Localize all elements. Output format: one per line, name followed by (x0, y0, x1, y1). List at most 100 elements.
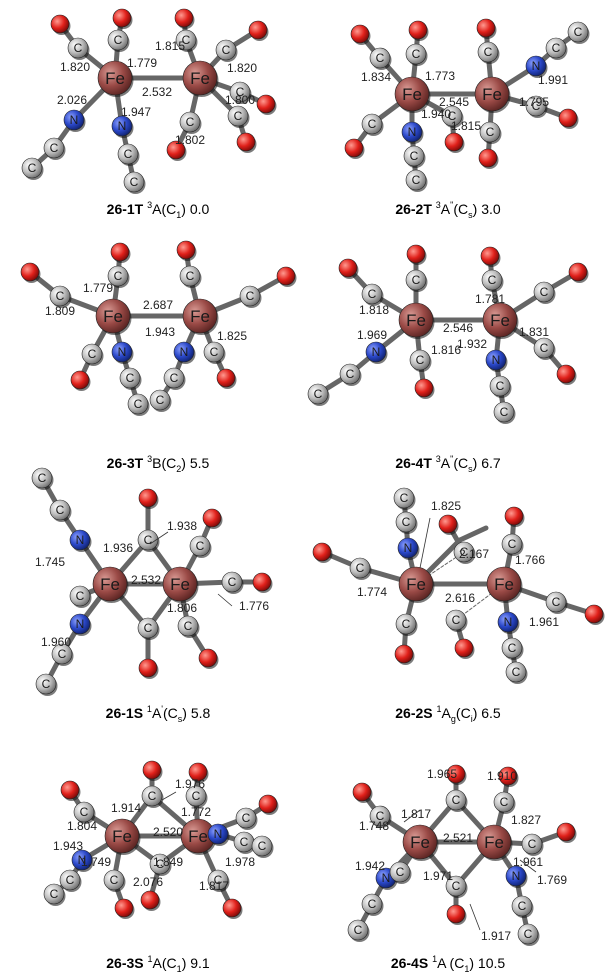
4-atom-symbol: C (228, 575, 237, 589)
2-atom-c: C (163, 367, 186, 390)
0-atom-symbol: C (130, 175, 139, 189)
7-distance-label: 2.521 (443, 831, 473, 845)
2-atom-symbol: C (156, 393, 165, 407)
1-distance-label: 1.940 (421, 107, 451, 121)
1-atom-n: N (525, 55, 548, 78)
state-prime: ' (161, 704, 163, 714)
7-atom-symbol: N (512, 869, 521, 883)
0-atom-symbol: C (50, 141, 59, 155)
7-atom-symbol: C (528, 837, 537, 851)
0-atom-o (112, 8, 133, 29)
state-term: A (442, 705, 452, 721)
state-term: A (437, 955, 449, 971)
1-atom-fe: Fe (474, 76, 511, 113)
2-distance-label: 1.943 (145, 325, 175, 339)
6-atom-o (222, 898, 243, 919)
3-atom-symbol: C (488, 273, 497, 287)
3-atom-o (568, 262, 589, 283)
caption-26-4S: 26-4S 1A (C1) 10.5 (391, 954, 506, 974)
6-distance-label: 1.914 (111, 801, 141, 815)
4-atom-c: C (35, 673, 58, 696)
point-group-sub: 1 (176, 210, 181, 220)
1-distance-label: 2.545 (439, 95, 469, 109)
0-atom-symbol: C (28, 161, 37, 175)
6-atom-fe: Fe (180, 818, 217, 855)
6-atom-n: N (71, 849, 94, 872)
4-atom-n: N (69, 529, 92, 552)
4-atom-c: C (49, 499, 72, 522)
6-atom-c: C (73, 801, 96, 824)
7-atom-symbol: Fe (410, 833, 430, 852)
0-atom-c: C (107, 29, 130, 52)
1-atom-symbol: N (408, 125, 417, 139)
6-atom-o (142, 760, 163, 781)
6-atom-c: C (103, 869, 126, 892)
2-atom-symbol: N (180, 345, 189, 359)
3-atom-symbol: Fe (406, 311, 426, 330)
6-atom-symbol: C (148, 789, 157, 803)
5-atom-c: C (393, 487, 416, 510)
2-atom-symbol: C (210, 345, 219, 359)
6-atom-symbol: C (50, 887, 59, 901)
4-atom-symbol: C (56, 503, 65, 517)
3-distance-label: 1.831 (519, 325, 549, 339)
7-distance-label: 1.910 (487, 769, 517, 783)
3-atom-symbol: C (314, 387, 323, 401)
0-atom-o (256, 94, 277, 115)
2-atom-c: C (119, 367, 142, 390)
0-atom-symbol: C (124, 147, 133, 161)
4-atom-o (138, 658, 159, 679)
5-atom-symbol: C (552, 595, 561, 609)
6-distance-label: 1.804 (67, 819, 97, 833)
1-atom-symbol: N (532, 59, 541, 73)
6-atom-symbol: Fe (112, 827, 132, 846)
caption-26-2T: 26-2T 3A"(Cs) 3.0 (395, 200, 501, 220)
4-distance-label: 1.776 (239, 599, 269, 613)
5-atom-symbol: C (356, 561, 365, 575)
3-distance-label: 2.546 (443, 321, 473, 335)
4-atom-c: C (177, 615, 200, 638)
2-atom-c: C (179, 265, 202, 288)
7-atom-fe: Fe (476, 824, 513, 861)
6-distance-label: 1.817 (199, 879, 229, 893)
1-distance-label: 1.991 (538, 73, 568, 87)
4-atom-symbol: C (144, 533, 153, 547)
0-atom-fe: Fe (97, 60, 134, 97)
2-atom-symbol: C (134, 397, 143, 411)
3-atom-symbol: C (540, 285, 549, 299)
5-atom-o (312, 542, 333, 563)
1-atom-o (344, 138, 365, 159)
point-group-sub: 1 (177, 964, 182, 974)
2-atom-symbol: C (170, 371, 179, 385)
1-atom-fe: Fe (394, 76, 431, 113)
3-atom-c: C (339, 363, 362, 386)
7-atom-o (556, 822, 577, 843)
pointer-line (149, 531, 169, 545)
7-atom-symbol: C (376, 809, 385, 823)
1-atom-c: C (479, 121, 502, 144)
2-distance-label: 1.809 (45, 304, 75, 318)
0-atom-n: N (111, 115, 134, 138)
3-atom-fe: Fe (398, 302, 435, 339)
relative-energy: 9.1 (186, 955, 210, 971)
state-term: A (441, 201, 451, 217)
6-atom-symbol: C (242, 811, 251, 825)
isomer-label: 26-2S (395, 705, 432, 721)
1-atom-c: C (545, 37, 568, 60)
1-atom-c: C (405, 43, 428, 66)
1-atom-symbol: C (410, 149, 419, 163)
relative-energy: 10.5 (474, 955, 505, 971)
caption-26-4T: 26-4T 3A"(Cs) 6.7 (395, 454, 501, 474)
7-atom-symbol: C (452, 793, 461, 807)
5-atom-symbol: C (400, 491, 409, 505)
1-atom-o (408, 20, 429, 41)
6-distance-label: 1.978 (225, 855, 255, 869)
0-atom-c: C (227, 105, 250, 128)
7-atom-symbol: C (452, 879, 461, 893)
0-atom-c: C (21, 157, 44, 180)
isomer-label: 26-4T (395, 455, 432, 471)
4-atom-c: C (137, 617, 160, 640)
relative-energy: 6.5 (477, 705, 501, 721)
7-atom-c: C (389, 861, 412, 884)
